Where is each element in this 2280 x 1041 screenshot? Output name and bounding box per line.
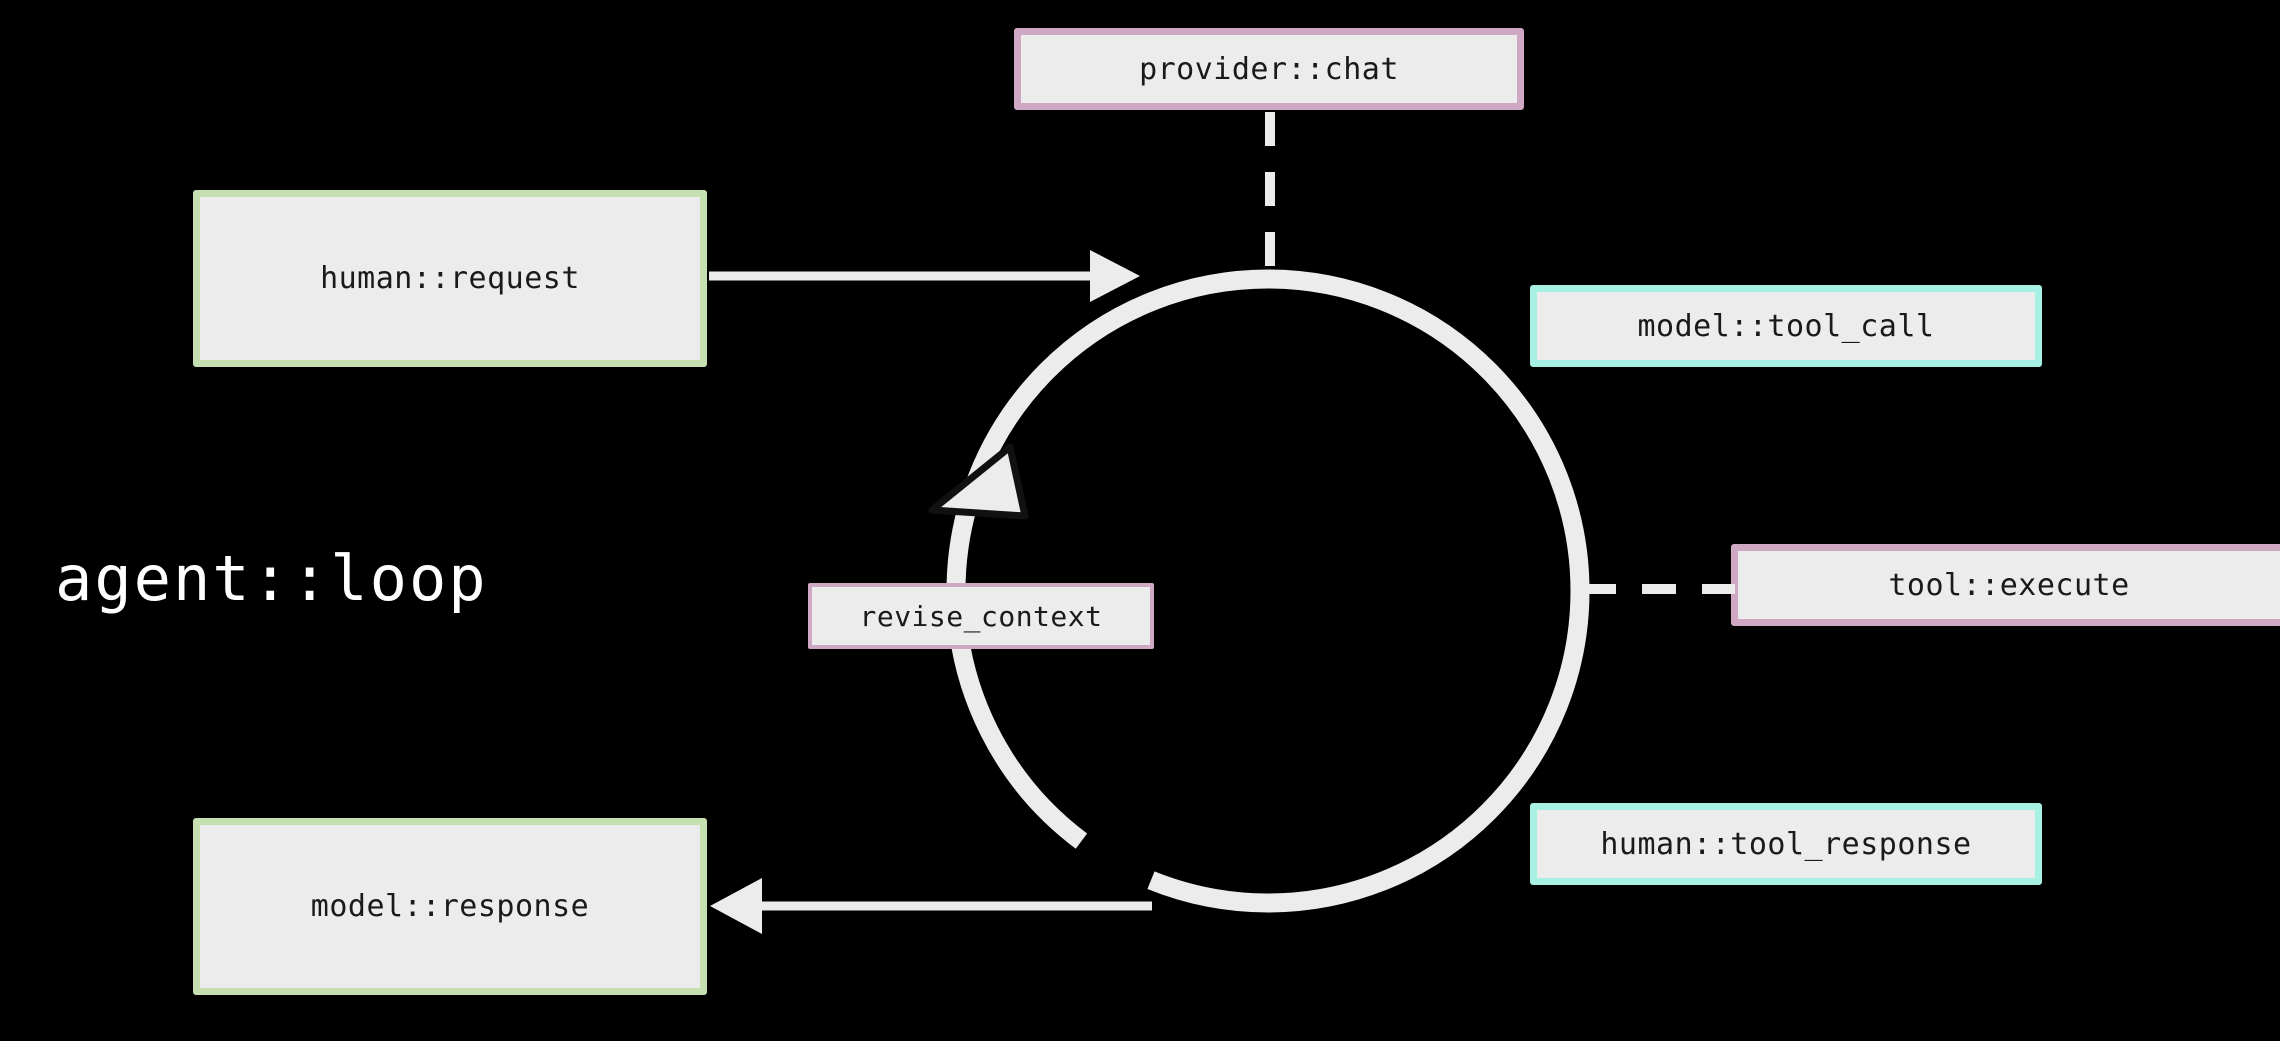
node-model-response[interactable]: model::response — [193, 818, 707, 995]
node-tool-execute-label: tool::execute — [1888, 567, 2130, 603]
node-model-tool-call[interactable]: model::tool_call — [1530, 285, 2042, 367]
node-provider-chat[interactable]: provider::chat — [1014, 28, 1524, 110]
node-human-tool-response-label: human::tool_response — [1600, 826, 1972, 862]
edge-loop-to-response-arrowhead — [710, 878, 762, 934]
page-title: agent::loop — [55, 542, 488, 615]
node-model-response-label: model::response — [310, 889, 590, 924]
node-revise-context-label: revise_context — [859, 599, 1103, 633]
node-human-request-label: human::request — [320, 261, 580, 296]
node-human-tool-response[interactable]: human::tool_response — [1530, 803, 2042, 885]
node-revise-context[interactable]: revise_context — [808, 583, 1154, 649]
node-tool-execute[interactable]: tool::execute — [1731, 544, 2280, 626]
node-human-request[interactable]: human::request — [193, 190, 707, 367]
node-model-tool-call-label: model::tool_call — [1637, 308, 1935, 344]
edge-request-to-loop-arrowhead — [1090, 250, 1140, 302]
node-provider-chat-label: provider::chat — [1139, 51, 1399, 87]
loop-direction-arrowhead — [928, 443, 1029, 520]
